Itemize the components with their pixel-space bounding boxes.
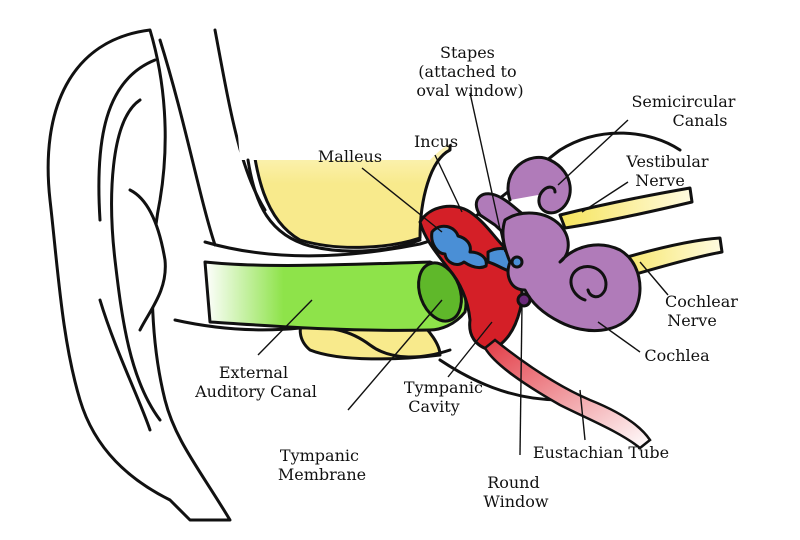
vestibular-nerve-label-line: Vestibular <box>625 152 709 171</box>
stapes-label-line: oval window) <box>416 81 523 100</box>
malleus-label-line: Malleus <box>318 147 382 166</box>
tympanic-cavity-label-line: Cavity <box>408 397 459 416</box>
cochlea-label-line: Cochlea <box>644 346 710 365</box>
external-auditory-canal-label: External Auditory Canal <box>194 363 317 401</box>
tympanic-membrane-label-line: Membrane <box>278 465 366 484</box>
semicircular-canals-label-line: Canals <box>673 111 728 130</box>
tympanic-membrane-leader <box>347 299 443 411</box>
eustachian-tube-label-line: Eustachian Tube <box>533 443 669 462</box>
external-auditory-canal-label-line: External <box>219 363 288 382</box>
external-auditory-canal-leader <box>257 299 313 356</box>
vestibular-nerve-leader <box>581 181 629 213</box>
external-auditory-canal-label-line: Auditory Canal <box>194 382 317 401</box>
stapes-label-line: Stapes <box>440 43 495 62</box>
incus-leader <box>434 154 463 213</box>
pinna <box>46 28 267 522</box>
tympanic-cavity-label-line: Tympanic <box>404 378 483 397</box>
tympanic-membrane-label: Tympanic Membrane <box>278 446 366 484</box>
eustachian-tube-leader <box>579 389 586 441</box>
leader-lines <box>257 92 669 456</box>
cochlea-leader <box>597 321 641 353</box>
malleus-leader <box>361 167 443 233</box>
eustachian-tube <box>483 338 652 450</box>
cochlea-label: Cochlea <box>644 346 710 365</box>
labels: Stapes (attached to oval window) Malleus… <box>194 43 743 511</box>
vestibular-nerve-label: Vestibular Nerve <box>625 152 713 190</box>
incus-label: Incus <box>414 132 458 151</box>
external-auditory-canal <box>203 260 468 332</box>
tympanic-cavity-label: Tympanic Cavity <box>404 378 488 416</box>
round-window-leader <box>519 304 523 456</box>
inner-ear <box>474 155 642 333</box>
tympanic-membrane-label-line: Tympanic <box>280 446 359 465</box>
semicircular-canals-label-line: Semicircular <box>631 92 735 111</box>
cochlear-nerve-label-line: Nerve <box>667 311 717 330</box>
temporal-bone <box>236 110 460 361</box>
stapes-label-line: (attached to <box>418 62 516 81</box>
round-window-label-line: Window <box>483 492 548 511</box>
vestibular-nerve-label-line: Nerve <box>635 171 685 190</box>
tympanic-cavity-leader <box>447 321 493 378</box>
round-window-label-line: Round <box>487 473 540 492</box>
stapes-leader <box>469 92 506 253</box>
cochlear-nerve-label: Cochlear Nerve <box>665 292 743 330</box>
incus-label-line: Incus <box>414 132 458 151</box>
cochlear-nerve-label-line: Cochlear <box>665 292 738 311</box>
malleus-label: Malleus <box>318 147 382 166</box>
stapes-label: Stapes (attached to oval window) <box>416 43 523 100</box>
round-window-label: Round Window <box>483 473 548 511</box>
eustachian-tube-label: Eustachian Tube <box>533 443 669 462</box>
cochlear-nerve-leader <box>639 261 669 296</box>
semicircular-canals-label: Semicircular Canals <box>631 92 740 130</box>
semicircular-canals-leader <box>557 119 629 186</box>
